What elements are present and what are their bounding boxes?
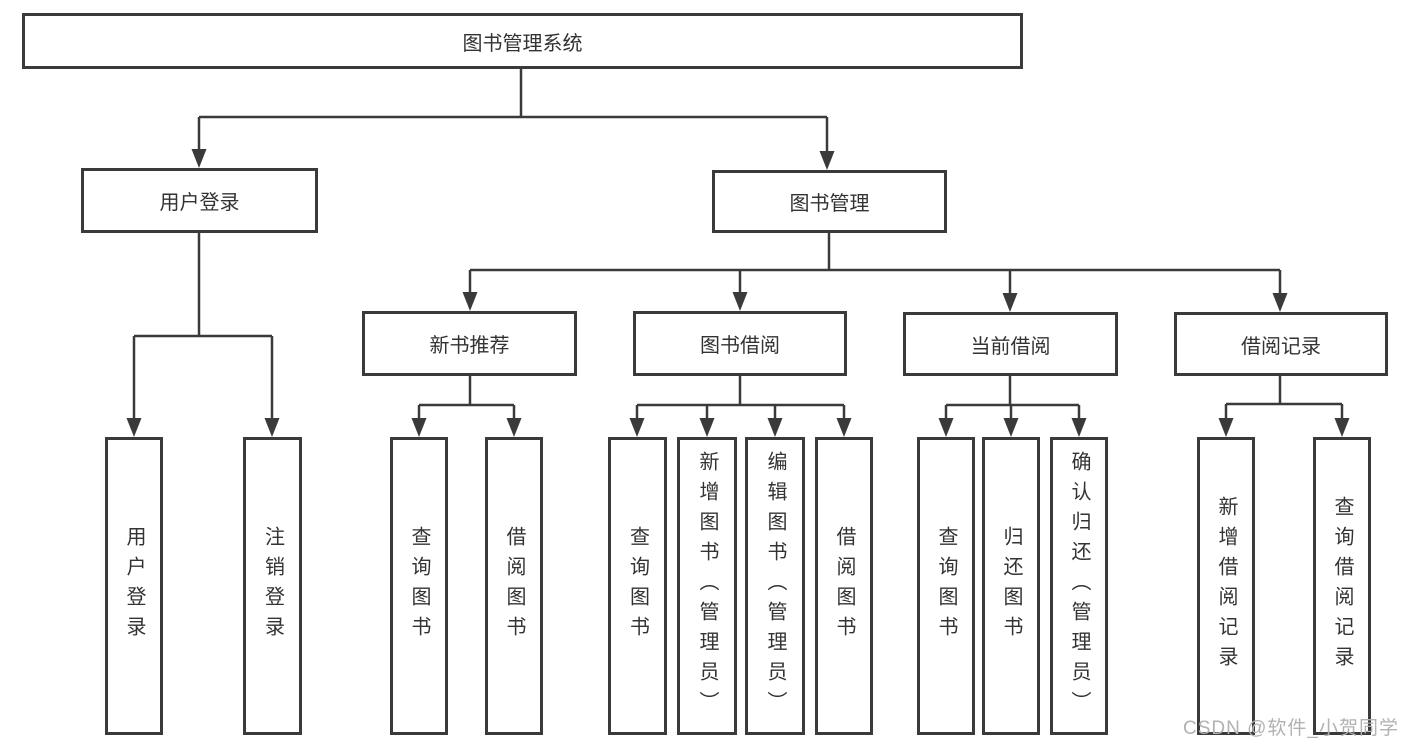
book-borrow-connector bbox=[635, 376, 846, 421]
node-bb-borrow-books: 借阅图书 bbox=[815, 437, 873, 735]
node-borrow-records-label: 借阅记录 bbox=[1241, 335, 1321, 358]
arrowheads bbox=[126, 149, 1350, 437]
node-cb-query-books: 查询图书 bbox=[917, 437, 975, 735]
node-cb-confirm-return-label: 确认归还（管理员） bbox=[1068, 451, 1090, 721]
csdn-watermark: CSDN @软件_小贺同学 bbox=[1183, 718, 1399, 739]
node-bb-borrow-books-label: 借阅图书 bbox=[833, 526, 855, 646]
node-current-borrow-label: 当前借阅 bbox=[970, 335, 1051, 358]
node-new-book-rec: 新书推荐 bbox=[362, 311, 577, 376]
node-root-label: 图书管理系统 bbox=[462, 32, 583, 55]
node-cb-return-books: 归还图书 bbox=[982, 437, 1040, 735]
node-root: 图书管理系统 bbox=[22, 13, 1023, 69]
node-logout-leaf: 注销登录 bbox=[243, 437, 302, 735]
node-cb-query-books-label: 查询图书 bbox=[935, 526, 957, 646]
node-nb-query-books-label: 查询图书 bbox=[408, 526, 430, 646]
node-bb-query-books-label: 查询图书 bbox=[626, 526, 649, 646]
node-new-book-rec-label: 新书推荐 bbox=[429, 335, 510, 357]
node-book-mgmt: 图书管理 bbox=[712, 170, 947, 233]
book-mgmt-connector bbox=[468, 233, 1282, 297]
node-current-borrow: 当前借阅 bbox=[903, 312, 1118, 376]
node-bb-add-books: 新增图书（管理员） bbox=[677, 437, 737, 735]
node-br-query-record: 查询借阅记录 bbox=[1313, 437, 1371, 735]
node-user-login-leaf-label: 用户登录 bbox=[123, 526, 145, 646]
node-br-add-record: 新增借阅记录 bbox=[1197, 437, 1255, 735]
node-cb-confirm-return: 确认归还（管理员） bbox=[1050, 437, 1108, 735]
node-logout-leaf-label: 注销登录 bbox=[261, 526, 284, 646]
node-book-mgmt-label: 图书管理 bbox=[789, 193, 870, 215]
node-bb-edit-books: 编辑图书（管理员） bbox=[745, 437, 805, 735]
node-borrow-records: 借阅记录 bbox=[1174, 312, 1388, 376]
node-book-borrow: 图书借阅 bbox=[633, 311, 847, 376]
node-br-query-record-label: 查询借阅记录 bbox=[1331, 496, 1353, 676]
borrow-records-connector bbox=[1224, 376, 1344, 421]
node-user-login-label: 用户登录 bbox=[159, 192, 240, 214]
node-br-add-record-label: 新增借阅记录 bbox=[1215, 496, 1237, 676]
node-nb-query-books: 查询图书 bbox=[390, 437, 448, 735]
root-connector bbox=[197, 69, 829, 154]
node-user-login: 用户登录 bbox=[81, 168, 318, 233]
current-borrow-connector bbox=[944, 376, 1081, 421]
node-cb-return-books-label: 归还图书 bbox=[1000, 526, 1022, 646]
node-user-login-leaf: 用户登录 bbox=[105, 437, 163, 735]
node-bb-add-books-label: 新增图书（管理员） bbox=[696, 451, 718, 721]
node-bb-query-books: 查询图书 bbox=[608, 437, 667, 735]
new-book-rec-connector bbox=[417, 376, 516, 421]
node-book-borrow-label: 图书借阅 bbox=[700, 335, 780, 357]
node-bb-edit-books-label: 编辑图书（管理员） bbox=[764, 451, 786, 721]
node-nb-borrow-books: 借阅图书 bbox=[485, 437, 543, 735]
node-nb-borrow-books-label: 借阅图书 bbox=[503, 526, 525, 646]
user-login-connector bbox=[132, 233, 274, 421]
